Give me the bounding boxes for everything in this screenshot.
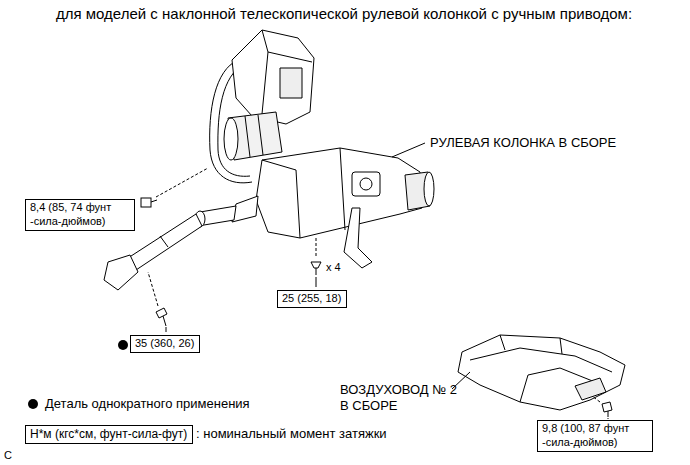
diagram-title: для моделей с наклонной телескопической … bbox=[56, 5, 632, 22]
single-use-dot bbox=[118, 340, 128, 350]
torque-value: 25 (255, 18) bbox=[282, 292, 342, 306]
steering-column bbox=[262, 30, 312, 114]
torque-box: 25 (255, 18) bbox=[277, 290, 347, 308]
torque-value: 8,4 (85, 74 фунт -сила-дюймов) bbox=[30, 201, 130, 229]
single-use-dot bbox=[28, 399, 38, 409]
leader-line bbox=[316, 238, 317, 258]
torque-value: 9,8 (100, 87 фунт -сила-дюймов) bbox=[542, 422, 648, 450]
leader-line bbox=[392, 143, 425, 157]
torque-box: 35 (360, 26) bbox=[130, 335, 200, 353]
bolt bbox=[156, 308, 167, 318]
torque-box: Н*м (кгс*см, фунт-сила-фут) bbox=[25, 425, 193, 444]
bolt bbox=[602, 402, 612, 412]
figure-code: C bbox=[4, 449, 12, 462]
leader-line bbox=[316, 277, 317, 287]
bolt bbox=[163, 316, 166, 326]
air-duct bbox=[458, 335, 625, 410]
quantity: x 4 bbox=[326, 261, 341, 274]
part-name: РУЛЕВАЯ КОЛОНКА В СБОРЕ bbox=[430, 135, 616, 151]
leader-line bbox=[608, 418, 609, 419]
torque-box: 8,4 (85, 74 фунт -сила-дюймов) bbox=[25, 199, 135, 231]
air-duct bbox=[575, 378, 606, 400]
legend-text: Деталь однократного применения bbox=[45, 396, 250, 411]
leader-line bbox=[166, 327, 167, 332]
steering-column bbox=[352, 172, 380, 196]
steering-column bbox=[232, 30, 314, 124]
bolt bbox=[151, 200, 157, 202]
bolt bbox=[141, 198, 151, 207]
air-duct bbox=[470, 335, 612, 402]
steering-column bbox=[245, 115, 263, 157]
air-duct bbox=[458, 335, 625, 410]
leader-line bbox=[148, 272, 158, 306]
torque-box: 9,8 (100, 87 фунт -сила-дюймов) bbox=[537, 420, 653, 452]
legend-text: : номинальный момент затяжки bbox=[196, 426, 387, 441]
leader-line bbox=[156, 168, 208, 197]
bolt bbox=[316, 268, 317, 275]
torque-value: Н*м (кгс*см, фунт-сила-фут) bbox=[30, 427, 188, 442]
leader-line bbox=[148, 143, 608, 419]
torque-value: 35 (360, 26) bbox=[135, 337, 195, 351]
steering-column bbox=[280, 68, 302, 98]
steering-column bbox=[128, 214, 202, 270]
steering-column bbox=[256, 148, 422, 238]
steering-column bbox=[224, 118, 238, 160]
steering-column bbox=[424, 172, 434, 206]
part-name: ВОЗДУХОВОД № 2 В СБОРЕ bbox=[340, 382, 458, 413]
leader-line bbox=[592, 396, 600, 402]
legend-entry: : номинальный момент затяжки bbox=[196, 426, 387, 441]
steering-column bbox=[344, 208, 372, 268]
bolt bbox=[141, 198, 612, 417]
bolt bbox=[311, 262, 321, 268]
steering-column bbox=[160, 236, 168, 247]
steering-column bbox=[104, 30, 434, 290]
steering-column bbox=[262, 148, 345, 238]
steering-column bbox=[104, 255, 138, 290]
steering-column bbox=[360, 178, 372, 190]
bolt bbox=[608, 411, 609, 417]
legend-entry: Деталь однократного применения bbox=[28, 396, 250, 411]
